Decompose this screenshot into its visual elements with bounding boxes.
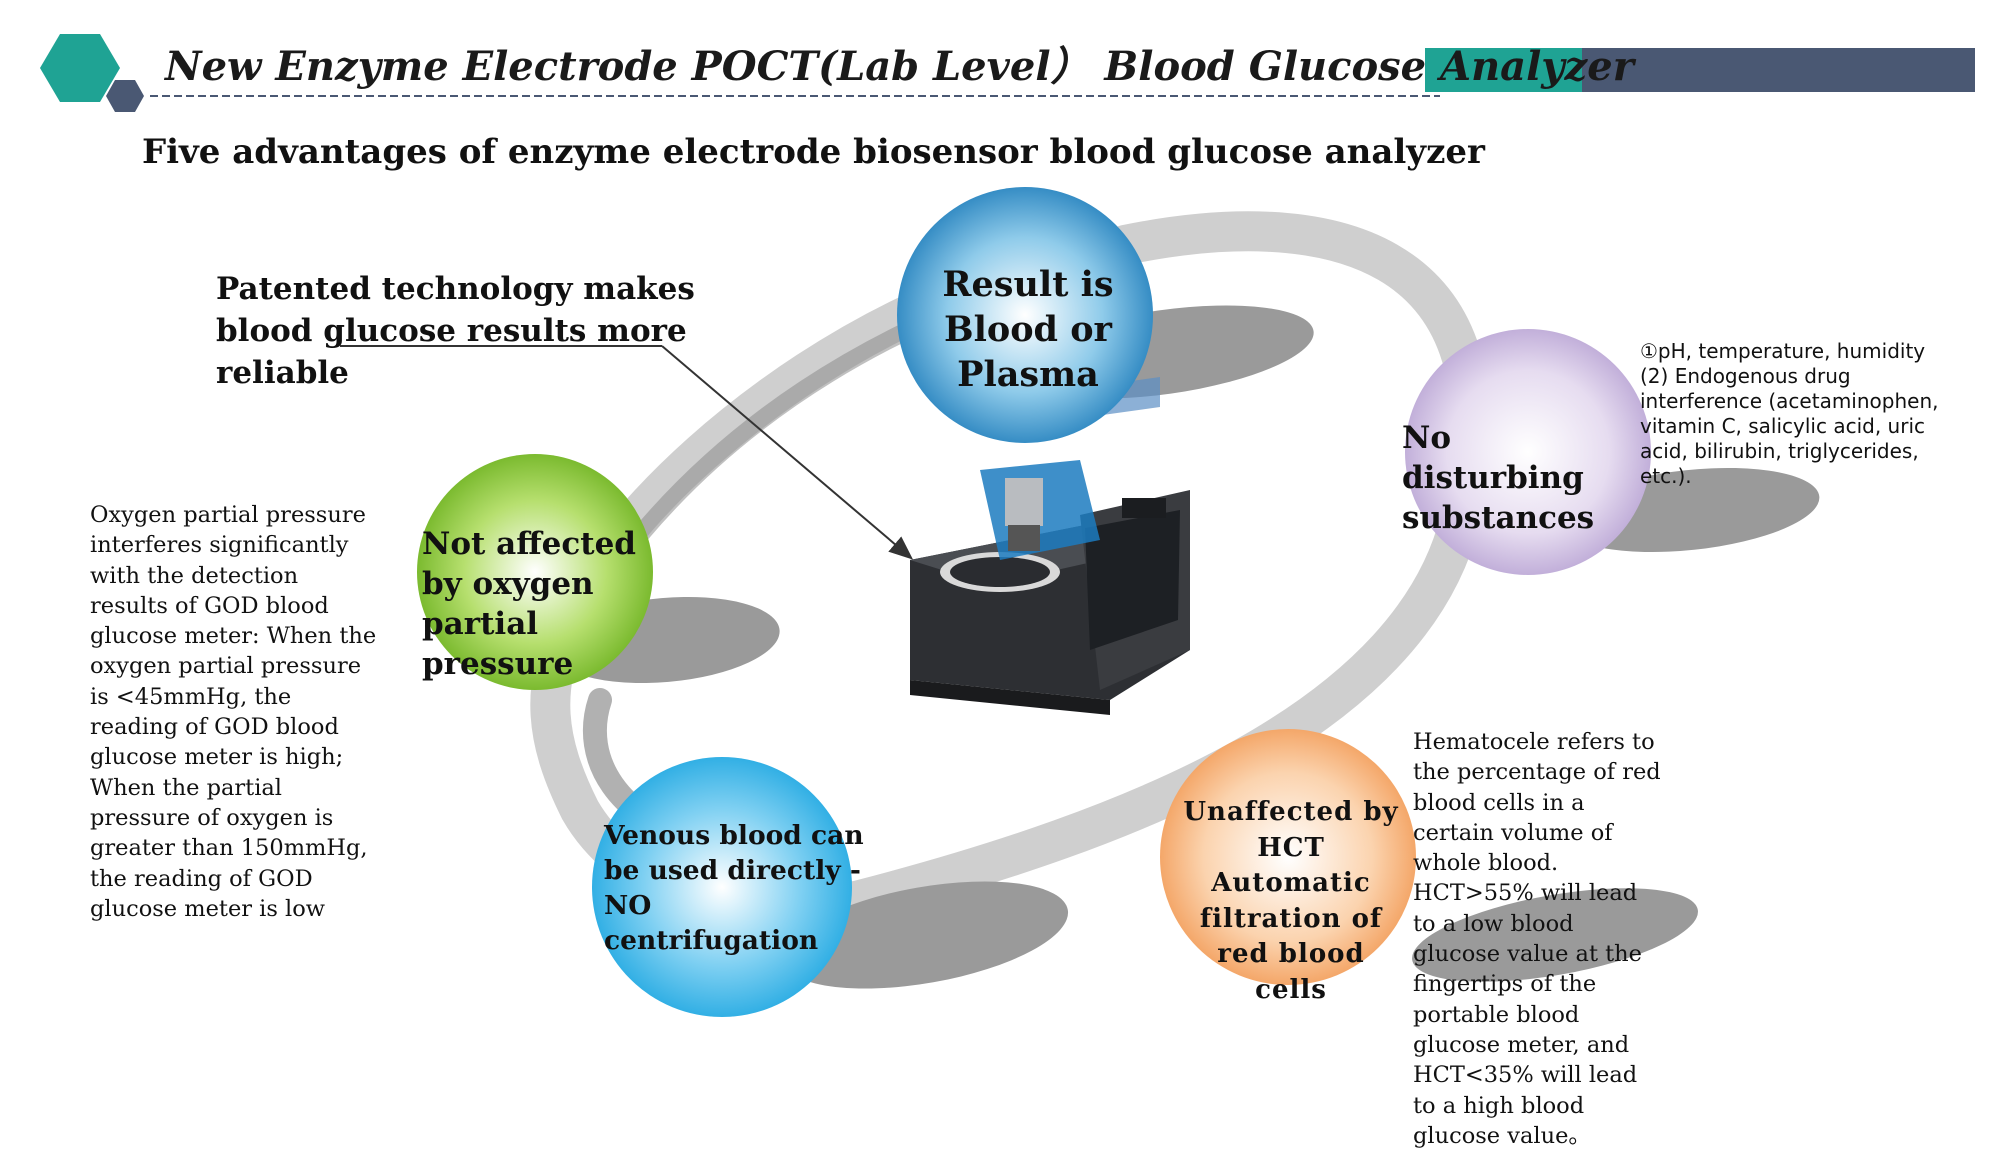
circle-disturbing [1405,329,1651,575]
circle-result [897,187,1153,443]
hct-description: Hematocele refers to the percentage of r… [1413,729,1661,1149]
label-result: Result is Blood or Plasma [942,264,1114,395]
circle-oxygen [417,454,653,690]
analyzer-device-image [910,376,1190,715]
disturbing-description: ①pH, temperature, humidity (2) Endogenou… [1640,339,1939,488]
label-hct: Unaffected by HCT Automatic filtration o… [1183,797,1399,1005]
header-bar-teal [1425,48,1582,92]
hexagon-large-icon [40,34,120,102]
label-oxygen: Not affected by oxygen partial pressure [422,526,636,682]
patent-callout: Patented technology makes blood glucose … [216,271,695,391]
circle-hct [1160,729,1416,985]
shadow-hct [1412,888,1698,982]
orbit-ring-inner-shade [631,311,939,544]
patent-arrow [661,345,914,560]
oxygen-description: Oxygen partial pressure interferes signi… [90,502,377,922]
circle-venous [592,757,852,1017]
header-bar-slate [1582,48,1975,92]
label-disturbing: No disturbing substances [1402,420,1595,536]
hexagon-small-icon [106,80,144,112]
label-venous: Venous blood can be used directly -NO ce… [604,820,864,956]
page-title: New Enzyme Electrode POCT(Lab Level） Blo… [165,43,1634,90]
section-heading: Five advantages of enzyme electrode bios… [142,132,1485,172]
shadow-venous [781,881,1069,989]
